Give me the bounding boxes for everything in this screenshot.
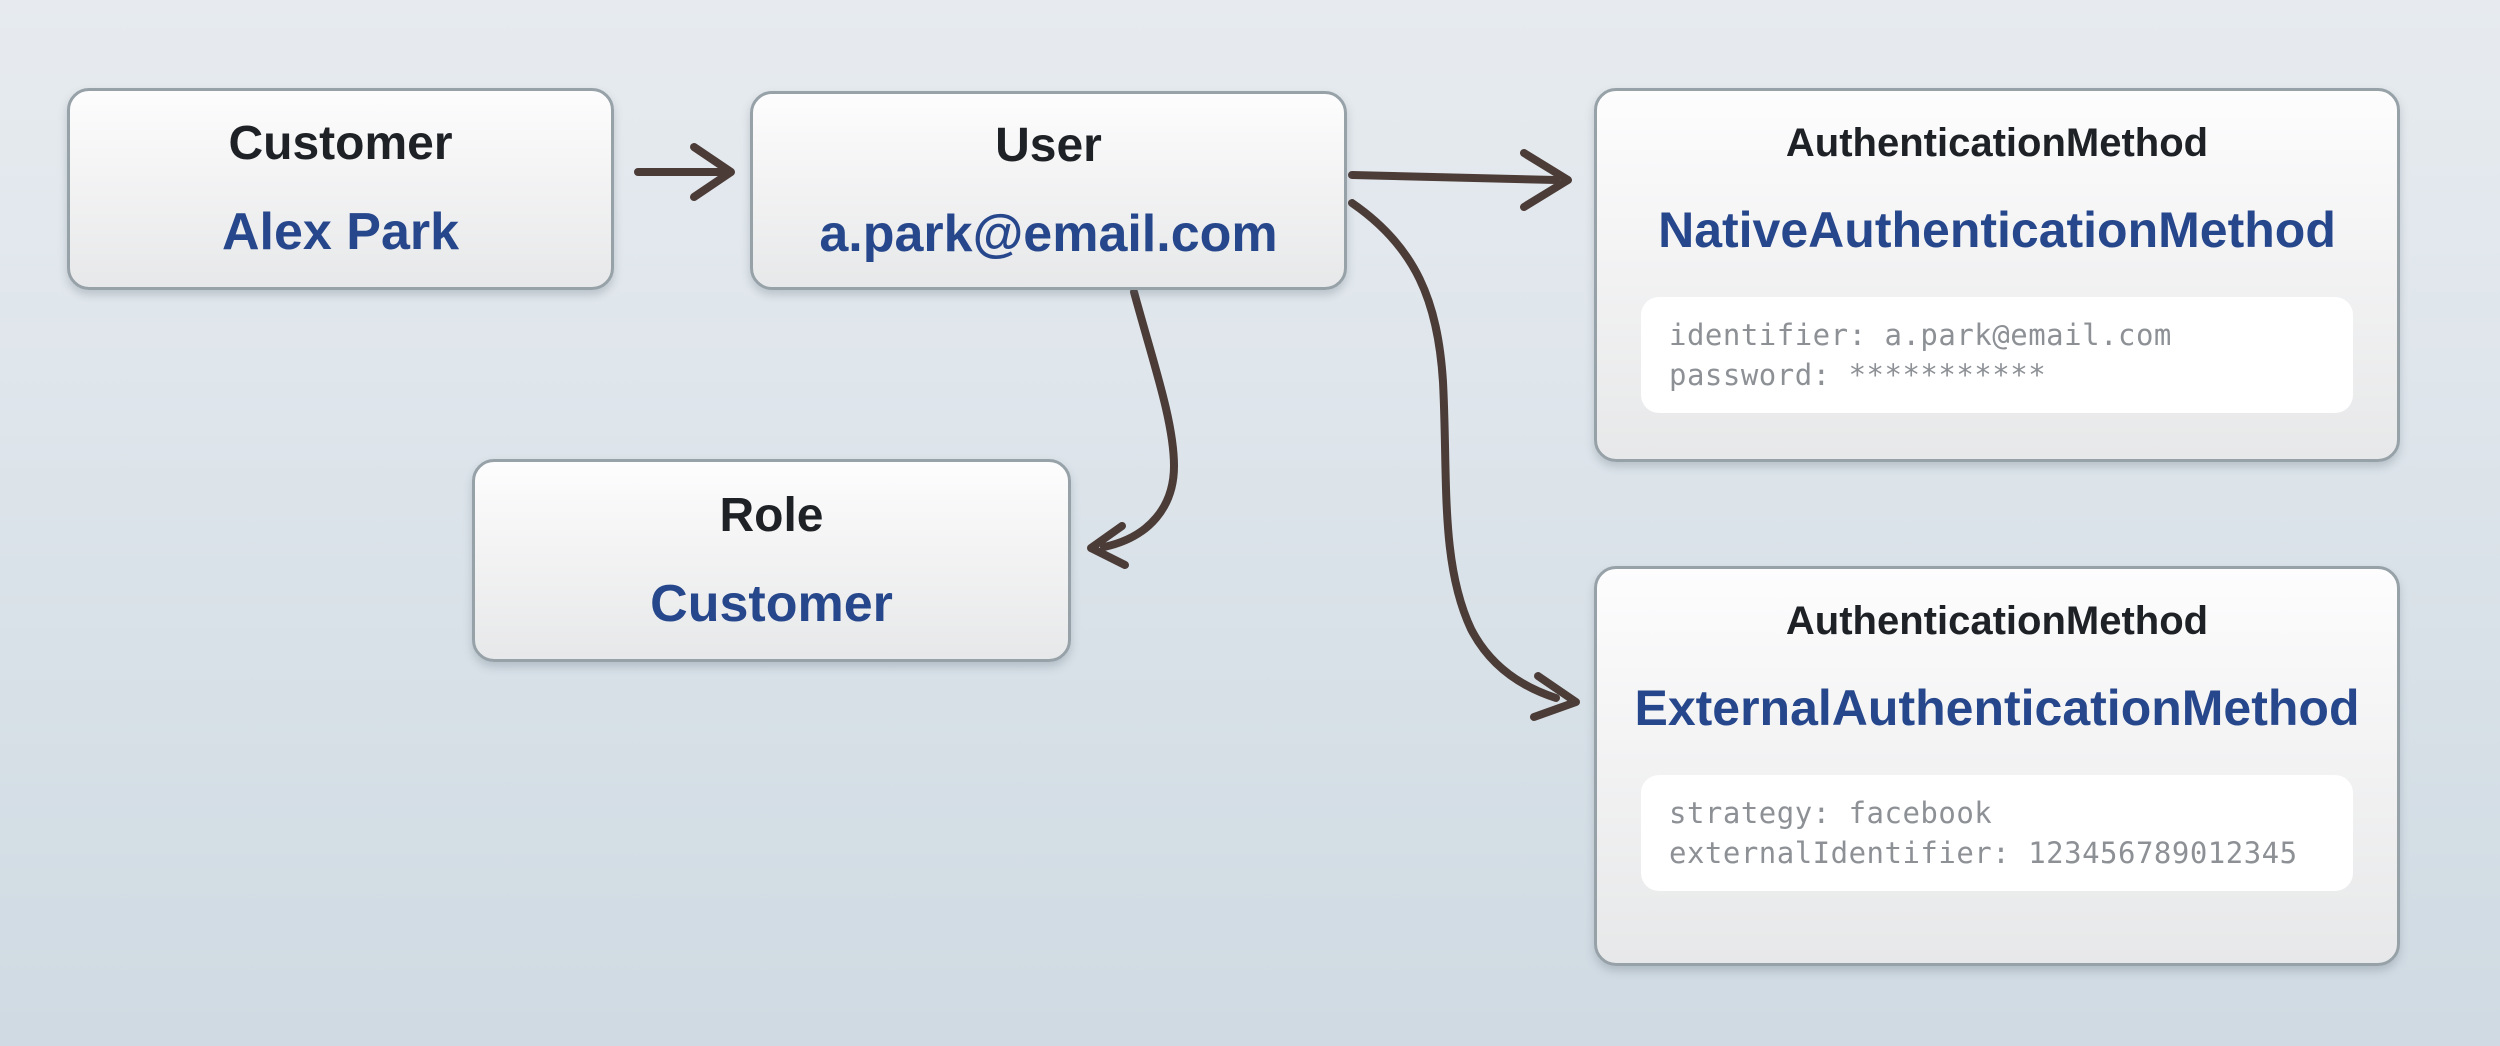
attribute-identifier: identifier: a.park@email.com — [1669, 318, 2172, 352]
node-value: a.park@email.com — [819, 204, 1278, 263]
node-title: User — [995, 118, 1102, 172]
edge-user-to-role — [1087, 288, 1178, 569]
node-value: Customer — [650, 574, 893, 633]
edge-customer-to-user — [634, 143, 735, 201]
node-customer: Customer Alex Park — [67, 88, 614, 290]
attribute-password: password: *********** — [1669, 358, 2047, 392]
node-title: Customer — [228, 117, 453, 170]
node-native-authentication-method: AuthenticationMethod NativeAuthenticatio… — [1594, 88, 2400, 462]
node-external-authentication-method: AuthenticationMethod ExternalAuthenticat… — [1594, 566, 2400, 966]
node-value: Alex Park — [221, 203, 460, 261]
node-role: Role Customer — [472, 459, 1071, 662]
edge-user-to-external-authentication-method — [1348, 199, 1580, 721]
attributes-panel: identifier: a.park@email.com password: *… — [1641, 297, 2353, 413]
edge-user-to-native-authentication-method — [1348, 149, 1572, 211]
attribute-strategy: strategy: facebook — [1669, 796, 1993, 830]
attribute-external-identifier: externalIdentifier: 123456789012345 — [1669, 836, 2298, 870]
node-value: NativeAuthenticationMethod — [1658, 202, 2336, 258]
node-value: ExternalAuthenticationMethod — [1634, 680, 2360, 736]
node-title: AuthenticationMethod — [1785, 121, 2209, 165]
node-title: AuthenticationMethod — [1785, 599, 2209, 643]
node-title: Role — [719, 488, 824, 542]
node-user: User a.park@email.com — [750, 91, 1347, 290]
attributes-panel: strategy: facebook externalIdentifier: 1… — [1641, 775, 2353, 891]
